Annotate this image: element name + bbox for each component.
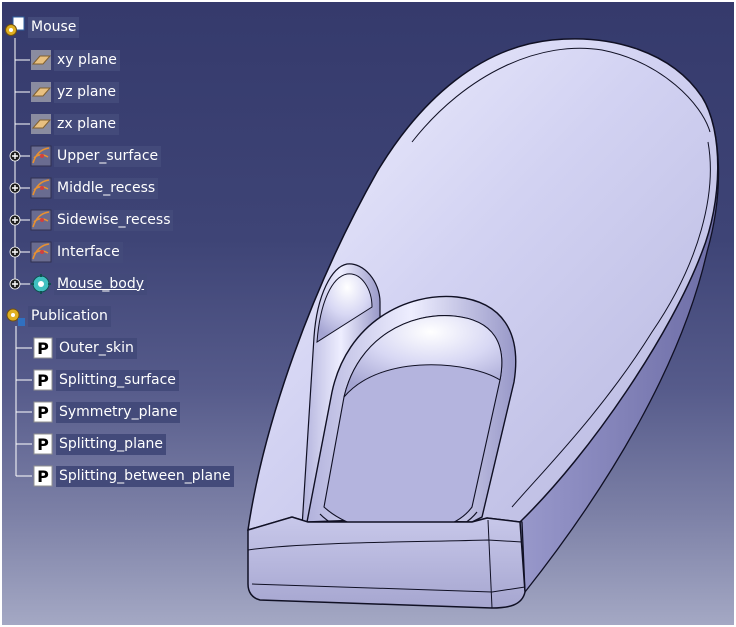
part-gear-icon (5, 16, 25, 36)
tree-node-symmetry-plane[interactable]: P Symmetry_plane (32, 401, 181, 423)
front-upper-edge (247, 539, 523, 551)
published-element-icon: P (33, 401, 53, 423)
tree-node-outer-skin[interactable]: P Outer_skin (32, 337, 137, 359)
tree-node-splitting-between-plane[interactable]: P Splitting_between_plane (32, 465, 234, 487)
mouse-front-face[interactable] (247, 516, 526, 609)
publication-gear-icon (6, 308, 25, 326)
tree-node-middle-recess[interactable]: Middle_recess (30, 177, 159, 199)
svg-text:P: P (37, 435, 49, 454)
tree-node-sidewise-recess[interactable]: Sidewise_recess (30, 209, 174, 231)
geometrical-set-icon (30, 177, 52, 199)
tree-node-interface[interactable]: Interface (30, 241, 123, 263)
tree-node-yz-plane-label: yz plane (54, 81, 119, 103)
tree-node-upper-surface-label: Upper_surface (54, 145, 162, 167)
tree-node-zx-plane[interactable]: zx plane (30, 113, 119, 135)
tree-node-publication[interactable]: Publication (4, 305, 111, 327)
published-element-icon: P (33, 433, 53, 455)
tree-node-splitting-plane-label: Splitting_plane (56, 433, 167, 455)
published-element-icon: P (33, 337, 53, 359)
tree-node-middle-recess-label: Middle_recess (54, 177, 159, 199)
expand-plus-icon[interactable] (9, 150, 21, 162)
svg-text:P: P (37, 403, 49, 422)
tree-node-yz-plane[interactable]: yz plane (30, 81, 119, 103)
body-gear-icon (31, 274, 51, 294)
geometrical-set-icon (30, 241, 52, 263)
left-recess-cap (316, 273, 373, 343)
geometrical-set-icon (30, 145, 52, 167)
middle-recess-end-cap (343, 315, 503, 398)
plane-icon (31, 114, 52, 134)
tree-node-xy-plane-label: xy plane (54, 49, 120, 71)
tree-node-splitting-plane[interactable]: P Splitting_plane (32, 433, 167, 455)
tree-node-interface-label: Interface (54, 241, 123, 263)
geometrical-set-icon (30, 209, 52, 231)
side-fillet-edge (511, 141, 711, 508)
svg-text:P: P (37, 467, 49, 486)
tree-node-xy-plane[interactable]: xy plane (30, 49, 120, 71)
specification-tree: Mouse xy plane yz plane zx plane (2, 2, 262, 502)
tree-node-splitting-between-plane-label: Splitting_between_plane (56, 465, 234, 487)
expand-plus-icon[interactable] (9, 214, 21, 226)
tree-node-symmetry-plane-label: Symmetry_plane (56, 401, 181, 423)
tree-node-splitting-surface-label: Splitting_surface (56, 369, 179, 391)
expand-plus-icon[interactable] (9, 246, 21, 258)
svg-text:P: P (37, 339, 49, 358)
published-element-icon: P (33, 369, 53, 391)
tree-node-mouse-body[interactable]: Mouse_body (30, 273, 148, 295)
plane-icon (31, 82, 52, 102)
expand-plus-icon[interactable] (9, 182, 21, 194)
published-element-icon: P (33, 465, 53, 487)
front-lower-edge (251, 583, 526, 593)
top-fillet-edge (411, 47, 711, 143)
tree-node-zx-plane-label: zx plane (54, 113, 119, 135)
expand-plus-icon[interactable] (9, 278, 21, 290)
plane-icon (31, 50, 52, 70)
tree-node-sidewise-recess-label: Sidewise_recess (54, 209, 174, 231)
tree-node-publication-label: Publication (28, 305, 111, 327)
svg-text:P: P (37, 371, 49, 390)
front-corner-edge (487, 519, 493, 609)
tree-node-upper-surface[interactable]: Upper_surface (30, 145, 162, 167)
tree-node-root-label: Mouse (28, 16, 80, 38)
tree-node-splitting-surface[interactable]: P Splitting_surface (32, 369, 179, 391)
tree-node-outer-skin-label: Outer_skin (56, 337, 137, 359)
tree-node-root[interactable]: Mouse (4, 16, 80, 38)
tree-node-mouse-body-label: Mouse_body (54, 273, 148, 295)
